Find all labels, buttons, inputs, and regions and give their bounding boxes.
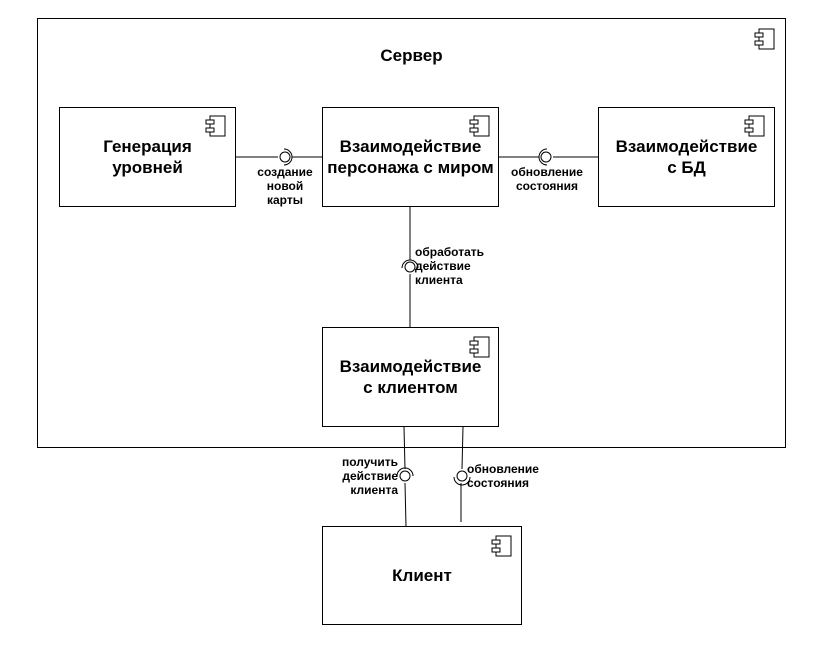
server-title: Сервер [380,46,443,65]
component-icon [744,115,765,137]
component-db-interaction-title: Взаимодействие с БД [615,137,758,177]
label-state-update-db: обновление состояния [511,165,583,193]
interface-socket [283,148,293,166]
component-icon [754,28,775,50]
component-client-title: Клиент [392,566,452,585]
connector-process-action[interactable] [401,207,419,327]
component-world-interaction-title: Взаимодействие персонажа с миром [327,137,494,177]
connector-state-update-client[interactable] [453,426,471,522]
label-new-map: создание новой карты [257,165,313,207]
interface-ball [279,151,291,163]
label-process-action: обработать действие клиента [415,245,484,287]
connector-new-map[interactable] [236,148,322,166]
connector-get-action[interactable] [396,426,414,527]
component-icon [205,115,226,137]
interface-ball [456,470,468,482]
component-level-generation-title: Генерация уровней [103,137,192,177]
interface-socket [401,259,419,269]
interface-socket [538,148,548,166]
label-state-update-client: обновление состояния [467,462,539,490]
interface-ball [404,261,416,273]
connector-state-update-db[interactable] [499,148,598,166]
component-icon [469,336,490,358]
component-client-interaction-title: Взаимодействие с клиентом [339,357,482,397]
label-get-action: получить действие клиента [341,455,398,497]
component-client[interactable]: Клиент [322,526,522,625]
component-icon [469,115,490,137]
interface-ball [399,470,411,482]
component-icon [491,535,512,557]
interface-socket [396,467,414,477]
interface-socket [453,476,471,486]
interface-ball [540,151,552,163]
